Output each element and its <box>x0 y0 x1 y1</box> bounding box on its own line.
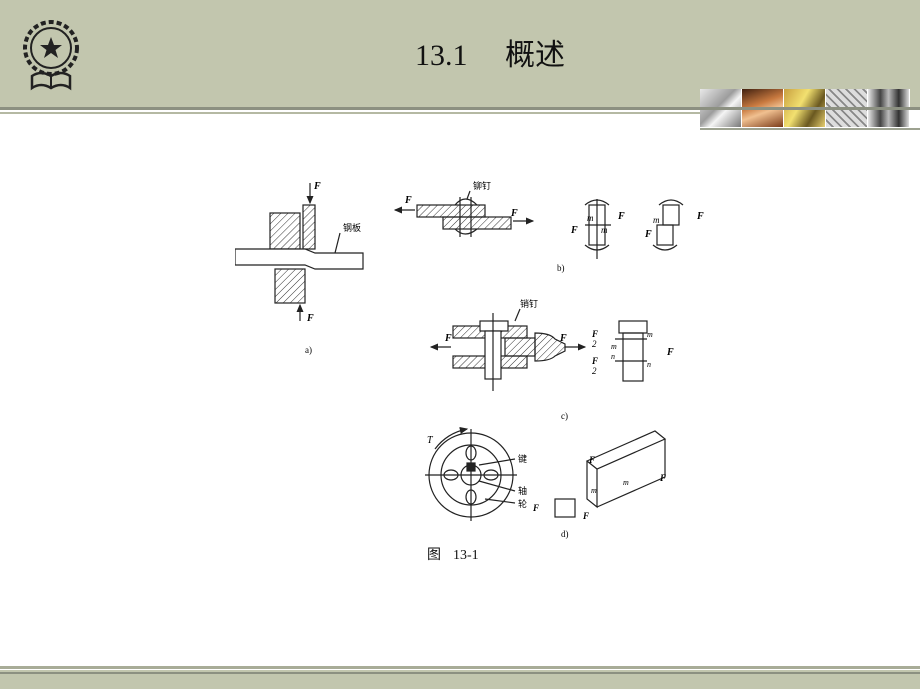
caption-prefix: 图 <box>427 548 441 563</box>
label-m-b1: m <box>587 213 594 223</box>
label-F-c3: F <box>666 347 674 358</box>
slide-footer <box>0 670 920 689</box>
label-key: 键 <box>518 453 527 464</box>
gear-star-book-emblem-icon <box>23 20 79 91</box>
slide-header: 13.1 概述 <box>0 0 920 127</box>
shear-diagram: F F 钢板 a) 铆钉 F F F <box>234 180 704 539</box>
label-F-d3: F <box>588 455 595 465</box>
label-rivet: 铆钉 <box>473 181 491 191</box>
label-sub-a: a) <box>305 345 312 355</box>
label-wheel: 轮 <box>518 498 527 509</box>
header-divider-thin <box>0 112 700 114</box>
label-F-d4: F <box>659 473 666 483</box>
label-n-c2: n <box>647 360 651 369</box>
label-pin: 销钉 <box>520 298 538 309</box>
figure-caption: 图 13-1 <box>427 544 479 564</box>
label-F-b3: F <box>644 229 652 240</box>
caption-number: 13-1 <box>453 548 479 563</box>
label-steel-plate: 钢板 <box>343 222 361 233</box>
label-half-c2: 2 <box>592 366 597 376</box>
header-divider <box>0 107 920 110</box>
footer-divider <box>0 666 920 669</box>
label-sub-b: b) <box>557 263 565 273</box>
label-F-b2: F <box>617 211 625 222</box>
label-m-c2: m <box>647 330 653 339</box>
label-m-b2: m <box>601 225 608 235</box>
label-m-d1: m <box>591 486 597 495</box>
label-sub-d: d) <box>561 529 569 539</box>
slide-title: 13.1 概述 <box>0 30 920 74</box>
label-F-d2: F <box>582 511 589 521</box>
label-F-b4: F <box>696 211 704 222</box>
label-F-b-left: F <box>404 195 412 206</box>
subfigure-a <box>234 183 364 321</box>
label-F-c-right: F <box>559 333 567 344</box>
label-F-c1: F <box>591 329 598 339</box>
label-F-b1: F <box>570 225 578 236</box>
subfigure-b <box>393 190 684 259</box>
subfigure-c <box>429 308 648 391</box>
label-shaft: 轴 <box>518 485 527 496</box>
label-T: T <box>427 435 434 446</box>
label-F-a-bottom: F <box>306 313 314 324</box>
label-m-d2: m <box>623 478 629 487</box>
label-sub-c: c) <box>561 411 568 421</box>
figure-13-1: F F 钢板 a) 铆钉 F F F <box>234 180 705 546</box>
label-F-b-right: F <box>510 208 518 219</box>
header-divider-right <box>700 128 920 130</box>
title-number: 13.1 <box>415 39 468 72</box>
label-F-d1: F <box>532 503 539 513</box>
label-m-c1: m <box>611 342 617 351</box>
label-F-c2: F <box>591 356 598 366</box>
label-half-c1: 2 <box>592 339 597 349</box>
label-F-c-left: F <box>444 333 452 344</box>
label-F-a-top: F <box>313 181 321 192</box>
label-n-c1: n <box>611 352 615 361</box>
subfigure-d <box>425 426 667 521</box>
title-text: 概述 <box>505 39 565 72</box>
label-m-b3: m <box>653 215 660 225</box>
